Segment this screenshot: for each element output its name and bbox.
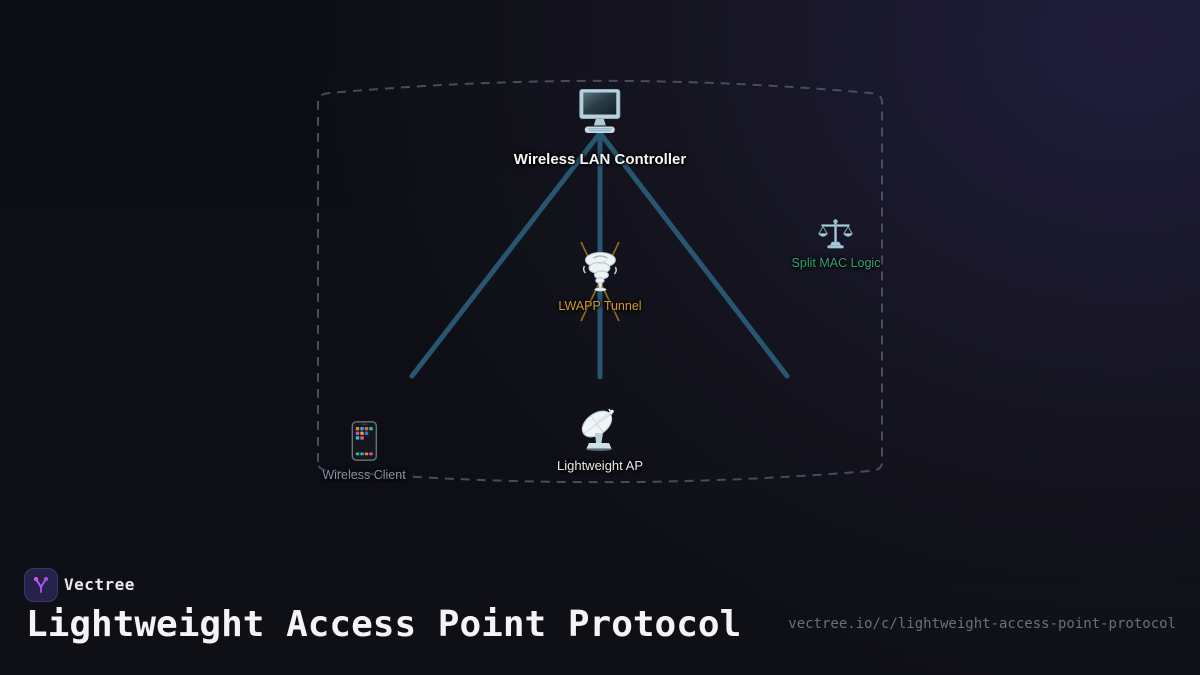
node-label: Lightweight AP	[556, 458, 644, 473]
node-label: Wireless Client	[322, 468, 406, 482]
page-url: vectree.io/c/lightweight-access-point-pr…	[788, 616, 1176, 632]
balance-scale-icon	[818, 219, 854, 249]
desktop-computer-icon	[579, 89, 621, 133]
page-title: Lightweight Access Point Protocol	[26, 604, 742, 645]
satellite-dish-icon	[581, 408, 614, 451]
brand-name: Vectree	[64, 575, 135, 594]
vectree-branch-icon	[34, 577, 48, 593]
node-wireless-client[interactable]: Wireless Client	[322, 421, 406, 482]
footer: Vectree Lightweight Access Point Protoco…	[0, 560, 1200, 675]
node-label: Wireless LAN Controller	[513, 151, 687, 168]
diagram-boundary	[317, 79, 883, 484]
tornado-icon	[582, 252, 617, 292]
mobile-phone-icon	[351, 421, 377, 461]
node-wireless-lan-controller[interactable]: Wireless LAN Controller	[514, 88, 686, 168]
node-lwapp-tunnel[interactable]: LWAPP Tunnel	[558, 250, 642, 313]
node-label: Split MAC Logic	[791, 256, 881, 270]
node-lightweight-ap[interactable]: Lightweight AP	[557, 408, 643, 473]
brand-logo-badge	[24, 568, 58, 602]
node-split-mac-logic[interactable]: Split MAC Logic	[791, 219, 881, 270]
node-label: LWAPP Tunnel	[558, 299, 642, 313]
